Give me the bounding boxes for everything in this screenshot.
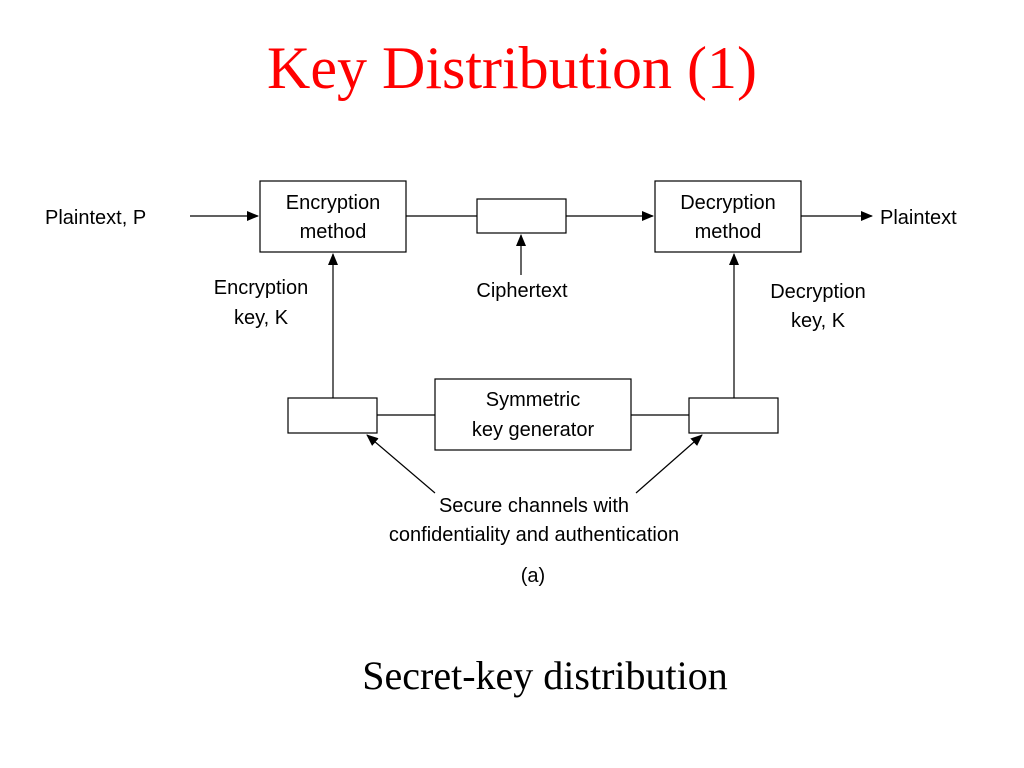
symmetric-key-generator-box — [434, 378, 632, 451]
secure-channels-line1: Secure channels with — [439, 495, 629, 517]
left-secure-channel-box — [287, 397, 378, 434]
decryption-method-box — [654, 180, 802, 253]
right-secure-channel-box — [688, 397, 779, 434]
encryption-key-line1: Encryption — [214, 277, 309, 299]
subfigure-label: (a) — [521, 565, 545, 587]
key-generator-line1: Symmetric — [486, 389, 580, 411]
decryption-key-line2: key, K — [791, 310, 846, 332]
secure-channels-line2: confidentiality and authentication — [389, 524, 679, 546]
encryption-method-box — [259, 180, 407, 253]
plaintext-output-label: Plaintext — [880, 207, 957, 229]
slide-caption: Secret-key distribution — [362, 653, 728, 698]
slide-title: Key Distribution (1) — [267, 35, 757, 101]
decryption-key-line1: Decryption — [770, 281, 866, 303]
encryption-key-line2: key, K — [234, 307, 289, 329]
secure-channel-right-arrow — [635, 434, 703, 494]
decryption-method-line1: Decryption — [680, 192, 776, 214]
key-generator-line2: key generator — [472, 419, 595, 441]
encryption-method-line2: method — [300, 221, 367, 243]
ciphertext-label: Ciphertext — [476, 280, 568, 302]
plaintext-input-label: Plaintext, P — [45, 207, 146, 229]
encryption-method-line1: Encryption — [286, 192, 381, 214]
secure-channel-left-arrow — [366, 434, 436, 494]
ciphertext-box — [476, 198, 567, 234]
decryption-method-line2: method — [695, 221, 762, 243]
